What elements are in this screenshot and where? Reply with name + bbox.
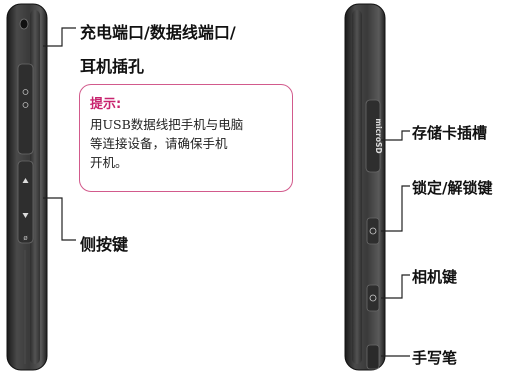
left-leaders [43, 27, 76, 241]
headset-port-icon [22, 102, 29, 108]
usb-port-icon [22, 89, 29, 95]
lock-icon [369, 227, 377, 235]
camera-lens-top [19, 18, 29, 30]
tip-title: 提示: [90, 97, 122, 112]
port-label-line2: 耳机插孔 [80, 57, 145, 76]
camera-key [366, 284, 380, 312]
volume-down-icon [22, 213, 29, 218]
side-keys-leader [43, 197, 76, 241]
left-phone: ø [6, 3, 48, 371]
side-keys-label: 侧按键 [80, 235, 129, 254]
right-phone-body [344, 3, 386, 371]
port-label: 充电端口/数据线端口/ [80, 23, 236, 42]
port-cover [17, 63, 34, 155]
camera-key-leader [381, 274, 410, 299]
volume-up-icon [22, 178, 29, 183]
stylus-label: 手写笔 [412, 349, 458, 367]
card-slot-leader [381, 130, 410, 141]
right-leaders [381, 130, 410, 357]
side-volume-key [17, 160, 34, 244]
lock-key [366, 217, 380, 245]
card-slot-label: 存储卡插槽 [412, 124, 488, 142]
camera-key-label: 相机键 [412, 268, 458, 286]
right-phone: microSD [344, 3, 386, 371]
tip-box: 提示: 用USB数据线把手机与电脑 等连接设备，请确保手机 开机。 [79, 84, 293, 192]
stylus-tip [366, 344, 380, 370]
card-slot-logo: microSD [374, 118, 383, 153]
card-slot-cover [365, 99, 381, 173]
port-leader [43, 27, 76, 47]
tip-body: 用USB数据线把手机与电脑 等连接设备，请确保手机 开机。 [90, 117, 244, 170]
lock-key-label: 锁定/解锁键 [412, 179, 493, 197]
mute-icon: ø [23, 234, 28, 242]
camera-icon [369, 294, 377, 302]
lock-key-leader [381, 185, 410, 232]
